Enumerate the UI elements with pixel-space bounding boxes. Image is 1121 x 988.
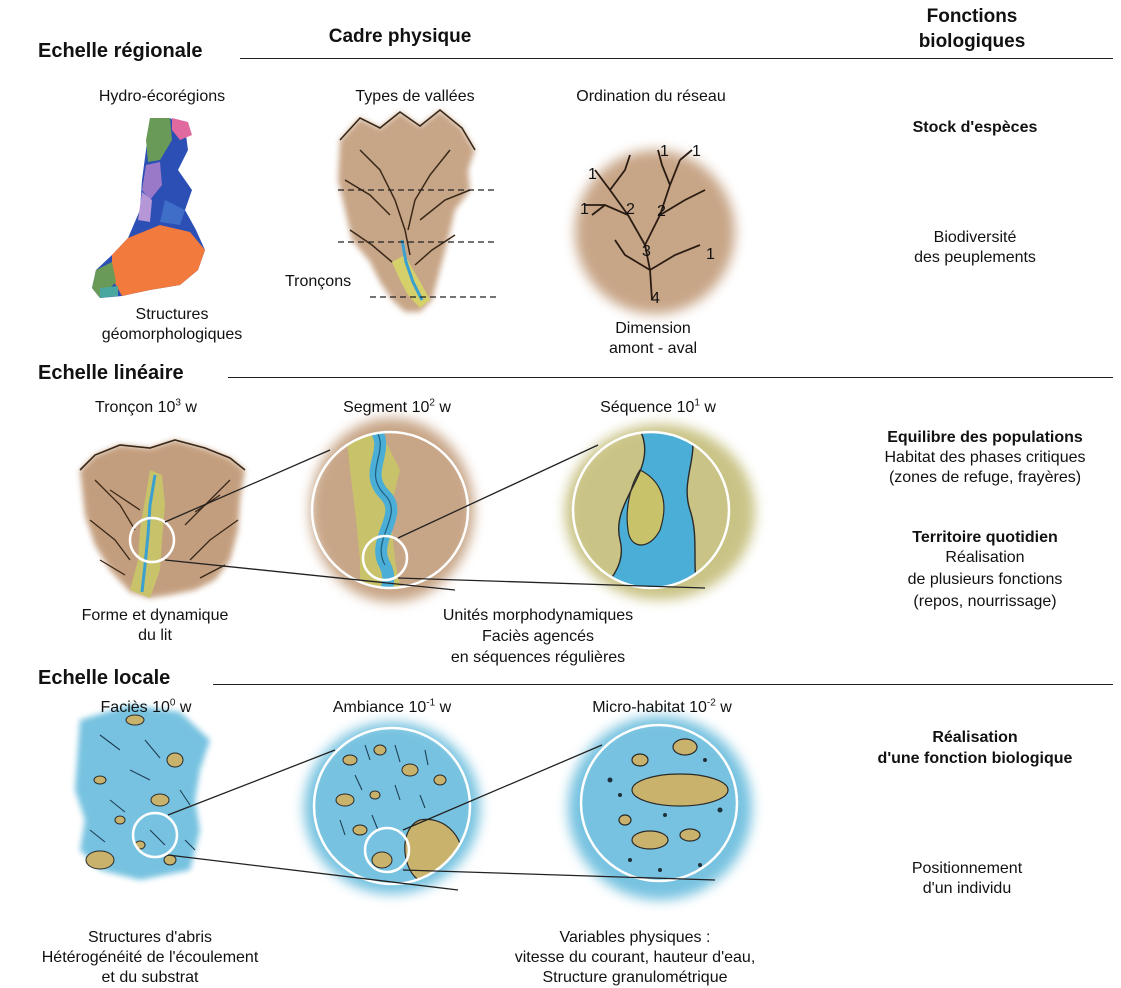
troncon-illustration <box>80 440 245 598</box>
label-troncon: Tronçon 103 w <box>95 398 197 417</box>
stream-order-number: 1 <box>588 165 597 184</box>
divider-locale <box>213 684 1113 685</box>
scale-regionale: Echelle régionale <box>38 40 203 63</box>
function-repos: (repos, nourrissage) <box>913 592 1056 611</box>
function-positionnement-line1: Positionnement <box>912 859 1022 878</box>
function-territoire: Territoire quotidien <box>912 528 1057 547</box>
function-realisation-une-line2: d'une fonction biologique <box>878 749 1073 768</box>
stream-order-number: 2 <box>626 200 635 219</box>
stream-order-number: 3 <box>642 242 651 261</box>
label-unites-line1: Unités morphodynamiques <box>443 606 633 625</box>
label-structures-line1: Structures <box>136 305 209 324</box>
function-realisation: Réalisation <box>945 548 1024 567</box>
stream-order-number: 1 <box>660 142 669 161</box>
label-abris-line2: Hétérogénéité de l'écoulement <box>42 948 259 967</box>
label-hydro-ecoregions: Hydro-écorégions <box>99 87 225 106</box>
label-segment: Segment 102 w <box>343 398 451 417</box>
stream-order-number: 2 <box>657 202 666 221</box>
function-realisation-une-line1: Réalisation <box>932 728 1017 747</box>
label-facies: Faciès 100 w <box>101 698 192 717</box>
scale-locale: Echelle locale <box>38 667 170 690</box>
header-fonctions-line1: Fonctions <box>927 6 1018 28</box>
label-ambiance: Ambiance 10-1 w <box>333 698 451 717</box>
label-variables-line1: Variables physiques : <box>560 928 711 947</box>
stream-order-number: 1 <box>692 142 701 161</box>
function-positionnement-line2: d'un individu <box>923 879 1011 898</box>
function-stock: Stock d'espèces <box>913 118 1038 137</box>
label-dimension-line1: Dimension <box>615 319 691 338</box>
label-abris-line1: Structures d'abris <box>88 928 212 947</box>
label-ordination-reseau: Ordination du réseau <box>576 87 725 106</box>
header-cadre-physique: Cadre physique <box>329 26 472 48</box>
divider-lineaire <box>228 377 1113 378</box>
label-dimension-line2: amont - aval <box>609 339 697 358</box>
stream-order-number: 1 <box>706 245 715 264</box>
scale-lineaire: Echelle linéaire <box>38 362 184 385</box>
label-sequence: Séquence 101 w <box>600 398 716 417</box>
stream-order-number: 1 <box>580 200 589 219</box>
header-fonctions-line2: biologiques <box>919 31 1026 53</box>
function-biodiversite-line2: des peuplements <box>914 248 1036 267</box>
function-biodiversite-line1: Biodiversité <box>934 228 1017 247</box>
label-troncons: Tronçons <box>285 272 351 291</box>
label-abris-line3: et du substrat <box>102 968 199 987</box>
divider-regionale <box>240 58 1113 59</box>
label-variables-line3: Structure granulométrique <box>543 968 728 987</box>
hydro-ecoregions-map <box>92 118 205 298</box>
label-forme-line1: Forme et dynamique <box>82 606 229 625</box>
valley-types-illustration <box>338 110 497 312</box>
label-variables-line2: vitesse du courant, hauteur d'eau, <box>515 948 756 967</box>
label-micro-habitat: Micro-habitat 10-2 w <box>592 698 732 717</box>
sequence-illustration <box>565 424 755 600</box>
micro-habitat-illustration <box>568 716 752 900</box>
label-unites-line2: Faciès agencés <box>482 627 594 646</box>
label-types-vallees: Types de vallées <box>355 87 474 106</box>
label-forme-line2: du lit <box>138 626 172 645</box>
function-zones: (zones de refuge, frayères) <box>889 468 1081 487</box>
stream-order-number: 4 <box>651 289 660 308</box>
function-plusieurs: de plusieurs fonctions <box>908 570 1063 589</box>
function-habitat: Habitat des phases critiques <box>885 448 1086 467</box>
facies-illustration <box>75 705 210 880</box>
label-unites-line3: en séquences régulières <box>451 648 625 667</box>
function-equilibre: Equilibre des populations <box>887 428 1083 447</box>
label-structures-line2: géomorphologiques <box>102 325 243 344</box>
